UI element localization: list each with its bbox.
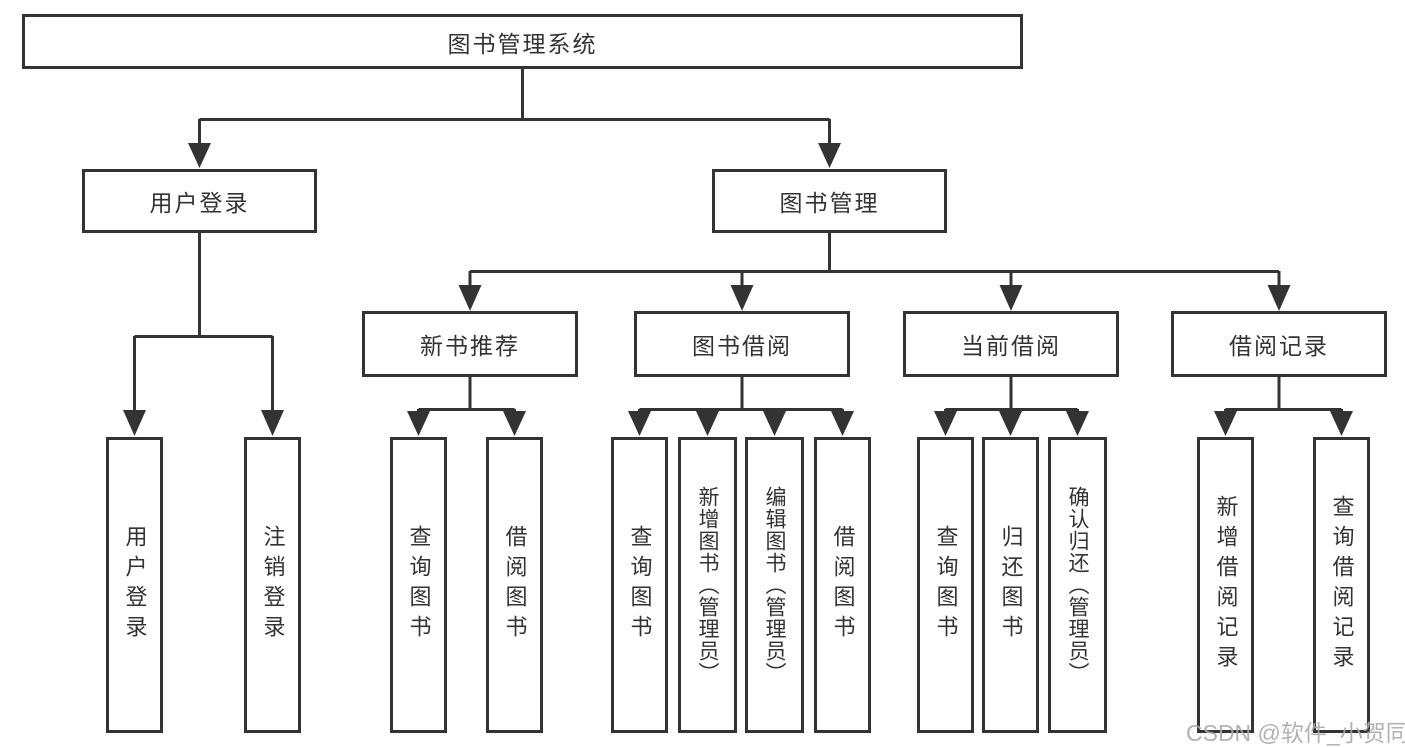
connector-root-to-level2 [188, 68, 841, 168]
leaf-borrow-books: 借阅图书 [814, 437, 871, 733]
leaf-newrec-query-books-label: 查询图书 [406, 525, 432, 645]
node-book-borrowing-label: 图书借阅 [692, 333, 792, 359]
node-borrow-records: 借阅记录 [1171, 311, 1387, 377]
leaf-user-login: 用户登录 [106, 437, 163, 733]
leaf-add-books-admin-label: 新增图书（管理员） [696, 486, 719, 684]
connector-newrec-children [407, 377, 526, 436]
connector-userlogin-children [123, 233, 284, 436]
connector-current-children [934, 377, 1089, 436]
leaf-return-books: 归还图书 [982, 437, 1039, 733]
node-current-borrowing: 当前借阅 [903, 311, 1119, 377]
node-library-system-label: 图书管理系统 [447, 30, 598, 57]
leaf-confirm-return-admin-label: 确认归还（管理员） [1066, 486, 1089, 684]
leaf-user-login-label: 用户登录 [122, 525, 148, 645]
leaf-logout-label: 注销登录 [260, 525, 286, 645]
leaf-edit-books-admin: 编辑图书（管理员） [745, 437, 804, 733]
node-library-system: 图书管理系统 [22, 14, 1023, 69]
node-book-management-label: 图书管理 [779, 190, 880, 216]
node-new-book-recommend-label: 新书推荐 [420, 333, 520, 359]
node-book-management: 图书管理 [712, 169, 947, 233]
leaf-newrec-borrow-books-label: 借阅图书 [502, 525, 528, 645]
connector-bookmgmt-children [458, 233, 1291, 311]
leaf-borrow-query-books-label: 查询图书 [627, 525, 653, 645]
node-borrow-records-label: 借阅记录 [1229, 333, 1329, 359]
leaf-query-borrow-record-label: 查询借阅记录 [1329, 495, 1355, 675]
leaf-confirm-return-admin: 确认归还（管理员） [1048, 437, 1107, 733]
csdn-watermark: CSDN @软件_小贺同学 [1186, 720, 1405, 746]
node-book-borrowing: 图书借阅 [634, 311, 850, 377]
leaf-add-books-admin: 新增图书（管理员） [678, 437, 737, 733]
connector-borrow-children [628, 377, 854, 436]
leaf-return-books-label: 归还图书 [998, 525, 1024, 645]
leaf-edit-books-admin-label: 编辑图书（管理员） [763, 486, 786, 684]
leaf-newrec-query-books: 查询图书 [390, 437, 447, 733]
leaf-query-borrow-record: 查询借阅记录 [1313, 437, 1370, 733]
leaf-current-query-books: 查询图书 [917, 437, 974, 733]
leaf-borrow-query-books: 查询图书 [611, 437, 668, 733]
node-current-borrowing-label: 当前借阅 [961, 333, 1061, 359]
leaf-add-borrow-record-label: 新增借阅记录 [1213, 495, 1239, 675]
leaf-current-query-books-label: 查询图书 [933, 525, 959, 645]
leaf-newrec-borrow-books: 借阅图书 [486, 437, 543, 733]
connector-records-children [1214, 377, 1353, 436]
leaf-borrow-books-label: 借阅图书 [830, 525, 856, 645]
node-new-book-recommend: 新书推荐 [362, 311, 578, 377]
leaf-logout: 注销登录 [244, 437, 301, 733]
node-user-login: 用户登录 [82, 169, 317, 233]
leaf-add-borrow-record: 新增借阅记录 [1197, 437, 1254, 733]
node-user-login-label: 用户登录 [149, 190, 250, 216]
